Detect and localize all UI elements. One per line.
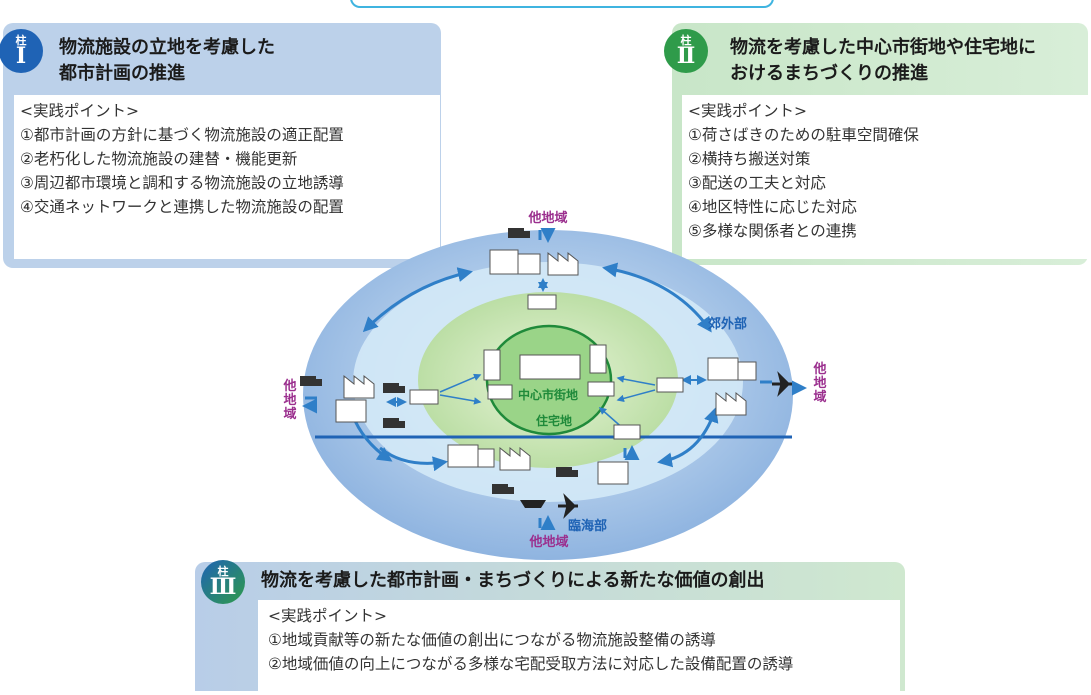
pillar-1-badge: 柱 Ⅰ: [0, 29, 43, 73]
pillar-kanji: 柱: [217, 565, 229, 578]
warehouse-icon: [335, 249, 757, 485]
pillar-2-panel: 柱 Ⅱ 物流を考慮した中心市街地や住宅地に おけるまちづくりの推進 <実践ポイン…: [664, 23, 1088, 265]
residential-label: 住宅地: [536, 414, 573, 428]
ship-icon: [520, 500, 546, 508]
airplane-icon: [558, 371, 792, 519]
pillar-3-points-box: <実践ポイント> ①地域貢献等の新たな価値の創出につながる物流施設整備の誘導 ②…: [258, 600, 900, 695]
pillar-3-badge: 柱 Ⅲ: [201, 560, 245, 604]
point-item: ④交通ネットワークと連携した物流施設の配置: [20, 198, 344, 216]
exchange-arrows-harbor: [625, 448, 632, 458]
point-item: ①地域貢献等の新たな価値の創出につながる物流施設整備の誘導: [268, 631, 716, 649]
delivery-arrow: [616, 375, 656, 386]
delivery-arrow: [616, 389, 656, 403]
exchange-arrows-top: [540, 230, 548, 240]
pillar-3-title: 物流を考慮した都市計画・まちづくりによる新たな価値の創出: [261, 570, 765, 591]
pillar-1-title-line2: 都市計画の推進: [59, 63, 185, 84]
pillar-1-title: 物流施設の立地を考慮した 都市計画の推進: [59, 35, 275, 87]
pillar-1-title-line1: 物流施設の立地を考慮した: [59, 37, 275, 58]
point-item: ②老朽化した物流施設の建替・機能更新: [20, 150, 298, 168]
point-item: ②地域価値の向上につながる多様な宅配受取方法に対応した設備配置の誘導: [268, 655, 794, 673]
building-icon: [483, 344, 615, 400]
ring-arrow: [362, 267, 473, 333]
delivery-arrow: [439, 394, 482, 405]
pillar-2-title-line1: 物流を考慮した中心市街地や住宅地に: [730, 37, 1036, 58]
pillar-numeral: Ⅲ: [209, 574, 237, 600]
points-heading: <実践ポイント>: [688, 102, 807, 120]
pillar-numeral: Ⅱ: [676, 43, 696, 69]
exchange-arrows-left: [305, 398, 317, 406]
exchange-arrows-right: [760, 382, 804, 388]
ring-arrow: [602, 262, 712, 333]
factory-icon: [343, 251, 747, 471]
point-item: ②横持ち搬送対策: [688, 150, 811, 168]
ring-arrow: [379, 446, 448, 472]
ring-arrow: [657, 407, 719, 468]
pillar-2-badge: 柱 Ⅱ: [664, 29, 708, 73]
pillar-kanji: 柱: [15, 34, 27, 47]
point-item: ③配送の工夫と対応: [688, 174, 826, 192]
pillar-2-points-box: <実践ポイント> ①荷さばきのための駐車空間確保 ②横持ち搬送対策 ③配送の工夫…: [682, 95, 1088, 259]
pillar-2-title: 物流を考慮した中心市街地や住宅地に おけるまちづくりの推進: [730, 35, 1036, 87]
point-item: ⑤多様な関係者との連携: [688, 222, 857, 240]
other-region-top-label: 他地域: [528, 211, 568, 226]
exchange-arrows-bottom: [540, 518, 548, 528]
point-item: ③周辺都市環境と調和する物流施設の立地誘導: [20, 174, 344, 192]
pillar-numeral: Ⅰ: [15, 43, 27, 69]
pillar-kanji: 柱: [680, 34, 692, 47]
pillar-3-panel: 柱 Ⅲ 物流を考慮した都市計画・まちづくりによる新たな価値の創出 <実践ポイント…: [195, 560, 905, 695]
pillar-2-title-line2: おけるまちづくりの推進: [730, 63, 928, 84]
pillar-1-panel: 柱 Ⅰ 物流施設の立地を考慮した 都市計画の推進 <実践ポイント> ①都市計画の…: [0, 23, 441, 268]
other-region-left-label: 他 地 域: [283, 379, 297, 422]
point-item: ④地区特性に応じた対応: [688, 198, 857, 216]
points-heading: <実践ポイント>: [268, 607, 387, 625]
pillar-1-points-box: <実践ポイント> ①都市計画の方針に基づく物流施設の適正配置 ②老朽化した物流施…: [14, 95, 440, 259]
other-region-right-label: 他 地 域: [813, 362, 827, 405]
other-region-bottom-label: 他地域: [529, 535, 569, 550]
truck-icon: [300, 228, 578, 494]
delivery-arrow: [439, 373, 482, 393]
coastal-label: 臨海部: [568, 519, 608, 534]
van-icon: [409, 294, 684, 440]
point-item: ①荷さばきのための駐車空間確保: [688, 126, 919, 144]
city-center-label: 中心市街地: [518, 388, 579, 402]
points-heading: <実践ポイント>: [20, 102, 139, 120]
suburb-label: 郊外部: [708, 317, 748, 332]
point-item: ①都市計画の方針に基づく物流施設の適正配置: [20, 126, 344, 144]
